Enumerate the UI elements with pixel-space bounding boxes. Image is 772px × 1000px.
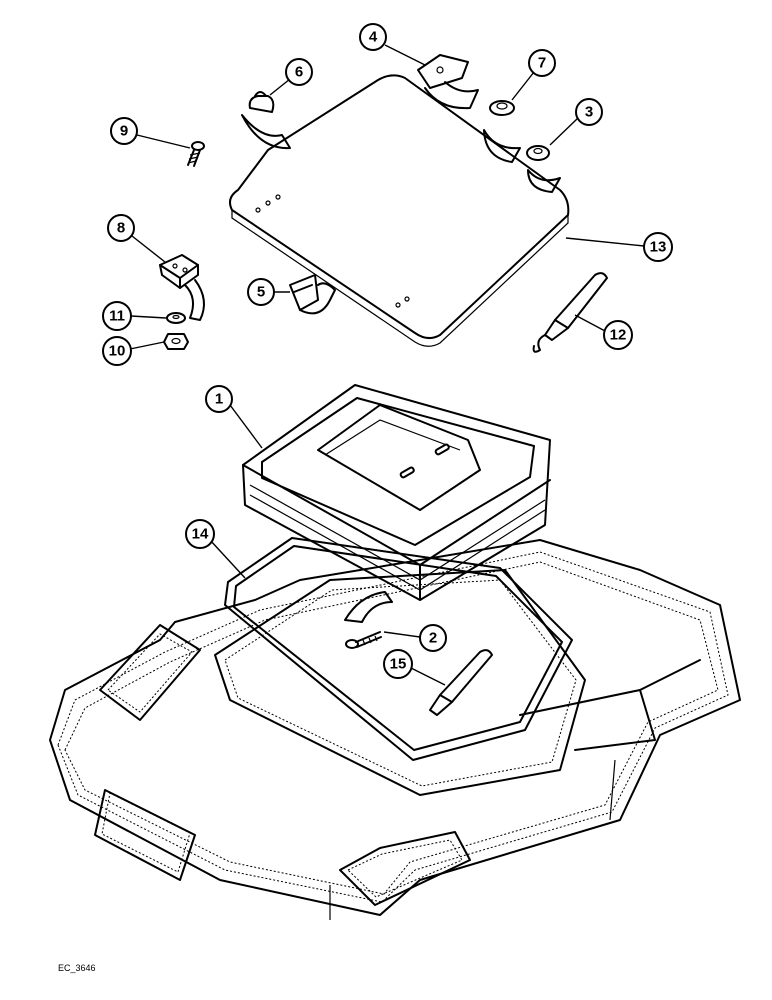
callout-1-label: 1 <box>215 391 223 408</box>
callout-2: 2 <box>383 624 447 652</box>
callout-10: 10 <box>102 336 165 366</box>
callout-9-label: 9 <box>120 123 128 140</box>
callout-11: 11 <box>102 301 167 331</box>
screw-lower-part <box>344 591 393 649</box>
callout-12: 12 <box>574 314 633 350</box>
nut-small-part <box>163 333 189 350</box>
callout-14-label: 14 <box>192 526 209 543</box>
callout-8-label: 8 <box>117 220 125 237</box>
sealant-tube-lower <box>429 649 493 716</box>
callout-5-label: 5 <box>257 284 265 301</box>
callout-15: 15 <box>383 649 446 686</box>
nut-part <box>526 145 561 193</box>
callout-4: 4 <box>359 23 426 66</box>
callout-13-label: 13 <box>650 239 667 256</box>
callout-13: 13 <box>565 232 673 262</box>
callout-14: 14 <box>185 519 246 579</box>
washer-part <box>166 312 186 324</box>
clip-part <box>289 274 336 315</box>
hatch-tray <box>242 384 551 601</box>
callout-10-label: 10 <box>109 343 126 360</box>
knob-part <box>241 91 291 150</box>
hinge-part <box>159 254 205 321</box>
latch-part <box>417 54 479 110</box>
callout-11-label: 11 <box>109 308 125 325</box>
callout-5: 5 <box>247 278 290 306</box>
callout-12-label: 12 <box>610 327 627 344</box>
callout-4-label: 4 <box>369 29 378 46</box>
figure-id: EC_3646 <box>58 963 96 973</box>
cab-roof <box>49 539 741 920</box>
callout-7-label: 7 <box>538 55 546 72</box>
callout-8: 8 <box>107 214 166 263</box>
screw-part <box>187 141 205 167</box>
callout-6: 6 <box>269 58 313 96</box>
callout-1: 1 <box>205 385 263 449</box>
callout-15-label: 15 <box>390 656 407 673</box>
callout-2-label: 2 <box>429 630 437 647</box>
grommet-part <box>483 100 521 163</box>
callout-7: 7 <box>511 49 556 101</box>
callout-3-label: 3 <box>585 104 593 121</box>
callout-9: 9 <box>110 117 191 149</box>
callout-3: 3 <box>549 98 603 146</box>
hatch-seal <box>224 537 573 761</box>
callout-6-label: 6 <box>295 64 303 81</box>
sealant-tube-upper <box>532 272 608 353</box>
hatch-lid <box>229 74 570 347</box>
